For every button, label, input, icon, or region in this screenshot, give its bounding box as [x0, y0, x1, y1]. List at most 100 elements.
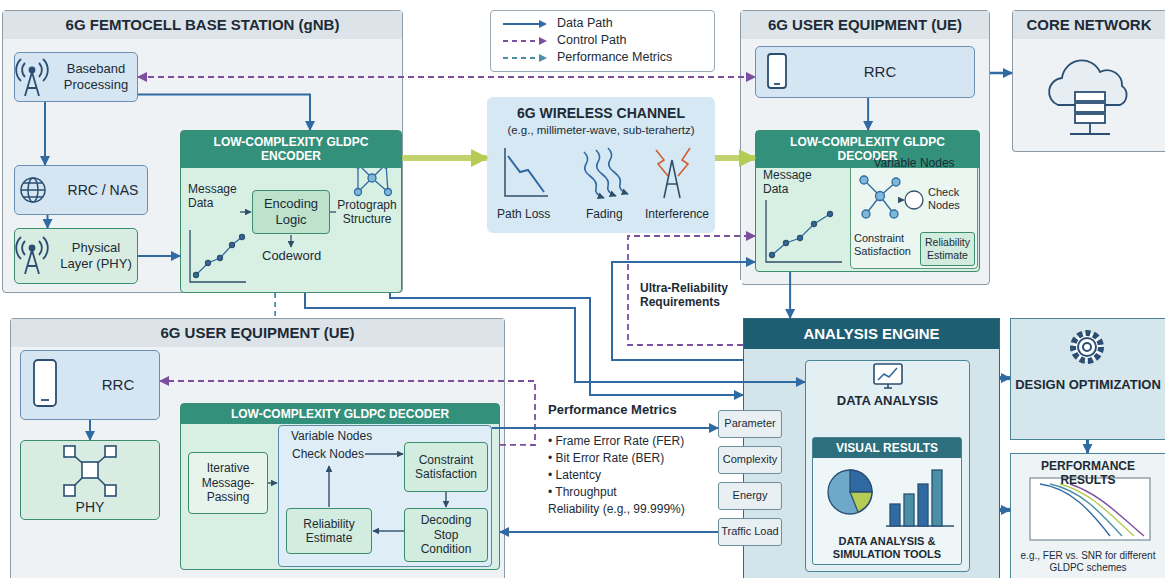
- text-label: Path Loss: [497, 207, 550, 221]
- parameter-tab: Complexity: [718, 446, 782, 474]
- legend-text: Control Path: [557, 33, 626, 48]
- legend-line-sample: [539, 20, 547, 28]
- node-subtext: (e.g., millimeter-wave, sub-terahertz): [487, 124, 715, 138]
- text-label: • Frame Error Rate (FER): [548, 434, 684, 448]
- decoder-box: LOW-COMPLEXITY GLDPC DECODER Iterative Me…: [180, 403, 500, 570]
- text-label: Reliability (e.g., 99.999%): [548, 502, 685, 516]
- process-box: Decoding Stop Condition: [404, 508, 488, 562]
- node-text: Encoding Logic: [255, 196, 327, 227]
- base-station-panel: 6G FEMTOCELL BASE STATION (gNB) Baseband …: [2, 10, 403, 293]
- node-text: DESIGN OPTIMIZATION: [1011, 377, 1165, 393]
- connector: [1000, 376, 1010, 380]
- node-text: RRC: [102, 376, 135, 394]
- node-text: PHY: [21, 499, 159, 516]
- text-label: Check Nodes: [292, 447, 364, 461]
- node-subtext: e.g., FER vs. SNR for different GLDPC sc…: [1015, 550, 1161, 574]
- text-label: Fading: [586, 207, 623, 221]
- parameter-tab: Traffic Load: [718, 518, 782, 546]
- connector: [612, 262, 755, 360]
- connector-label: Ultra-Reliability Requirements: [638, 280, 742, 311]
- text-label: Message Data: [188, 182, 242, 211]
- process-box: PHY: [20, 440, 160, 520]
- text-label: Protograph Structure: [334, 198, 400, 227]
- process-box: Physical Layer (PHY): [14, 228, 138, 284]
- legend-text: Data Path: [557, 16, 613, 31]
- legend-line-sample: [539, 54, 547, 62]
- node-text: PERFORMANCE RESULTS: [1015, 459, 1161, 488]
- node-text: 6G FEMTOCELL BASE STATION (gNB): [3, 11, 402, 39]
- parameter-tab: Energy: [718, 482, 782, 510]
- node-text: Decoding Stop Condition: [407, 513, 485, 556]
- connector: [628, 236, 755, 345]
- legend-line-sample: [503, 40, 541, 42]
- node-subtext: DATA ANALYSIS & SIMULATION TOOLS: [813, 535, 961, 561]
- node-text: LOW-COMPLEXITY GLDPC ENCODER: [181, 131, 401, 168]
- legend-line-sample: [503, 23, 541, 25]
- node-text: Constraint Satisfaction: [407, 453, 485, 482]
- node-text: Baseband Processing: [59, 61, 133, 92]
- text-label: Codeword: [262, 248, 321, 264]
- legend-line-sample: [501, 35, 549, 47]
- connector: [990, 72, 1012, 75]
- node-text: VISUAL RESULTS: [813, 438, 961, 458]
- connector: [274, 293, 276, 318]
- node-text: Energy: [733, 489, 768, 502]
- text-label: • Latentcy: [548, 468, 601, 482]
- node-text: Reliability Estimate: [922, 236, 973, 261]
- ue-panel: 6G USER EQUIPMENT (UE) RRC PHY LOW-COMPLEXI…: [10, 318, 505, 578]
- visual-results-box: VISUAL RESULTS DATA ANALYSIS & SIMULATION…: [812, 437, 962, 565]
- legend-box: Data PathControl PathPerformance Metrics: [490, 10, 715, 72]
- node-text: ANALYSIS ENGINE: [744, 319, 999, 349]
- design-optimization-box: DESIGN OPTIMIZATION: [1010, 318, 1165, 440]
- process-box: Reliability Estimate: [286, 508, 372, 554]
- process-box: Iterative Message-Passing: [188, 452, 268, 514]
- node-text: Complexity: [723, 453, 777, 466]
- node-text: Traffic Load: [721, 525, 778, 538]
- data-analysis-box: DATA ANALYSIS VISUAL RESULTS DATA ANALYSIS…: [805, 360, 970, 572]
- connector: [1086, 440, 1089, 453]
- process-box: Baseband Processing: [14, 52, 138, 102]
- node-text: Parameter: [724, 417, 775, 430]
- connector: [1000, 508, 1010, 512]
- connector: [500, 531, 718, 533]
- node-text: 6G USER EQUIPMENT (UE): [11, 319, 504, 347]
- process-box: Encoding Logic: [252, 190, 330, 234]
- text-label: Performance Metrics: [548, 402, 677, 418]
- connector: [492, 427, 718, 429]
- text-label: Interference: [645, 207, 709, 221]
- process-box: RRC: [755, 46, 975, 98]
- process-box: Constraint Satisfaction: [404, 442, 488, 492]
- legend-line-sample: [503, 57, 541, 59]
- text-label: Check Nodes: [928, 186, 976, 212]
- process-box: Reliability Estimate: [920, 232, 975, 266]
- node-text: RRC / NAS: [68, 182, 139, 199]
- core-network-panel: CORE NETWORK: [1012, 10, 1165, 152]
- text-label: • Bit Error Rate (BER): [548, 451, 664, 465]
- node-text: RRC: [864, 63, 897, 81]
- node-text: LOW-COMPLEXITY GLDPC DECODER: [181, 404, 499, 424]
- connector: [402, 155, 487, 161]
- node-text: Variable Nodes: [851, 153, 977, 170]
- node-text: Reliability Estimate: [289, 517, 369, 546]
- text-label: • Throughput: [548, 485, 617, 499]
- node-text: CORE NETWORK: [1013, 11, 1165, 39]
- text-label: Message Data: [763, 168, 819, 197]
- node-text: Iterative Message-Passing: [191, 461, 265, 504]
- node-text: 6G WIRELESS CHANNEL: [487, 105, 715, 122]
- process-box: RRC: [20, 350, 160, 420]
- legend-line-sample: [501, 18, 549, 30]
- legend-row: Control Path: [501, 32, 704, 49]
- performance-results-box: PERFORMANCE RESULTS e.g., FER vs. SNR for…: [1010, 453, 1165, 578]
- text-label: Constraint Satisfaction: [854, 232, 918, 258]
- legend-line-sample: [539, 37, 547, 45]
- node-text: Physical Layer (PHY): [59, 240, 133, 271]
- variable-nodes-box: Variable NodesConstraint SatisfactionRel…: [278, 425, 492, 567]
- node-text: 6G USER EQUIPMENT (UE): [741, 11, 989, 39]
- legend-line-sample: [501, 52, 549, 64]
- legend-row: Performance Metrics: [501, 49, 704, 66]
- legend-text: Performance Metrics: [557, 50, 672, 65]
- node-text: Variable Nodes: [279, 426, 491, 443]
- node-text: DATA ANALYSIS: [806, 393, 969, 409]
- process-box: RRC / NAS: [14, 165, 148, 215]
- legend-row: Data Path: [501, 15, 704, 32]
